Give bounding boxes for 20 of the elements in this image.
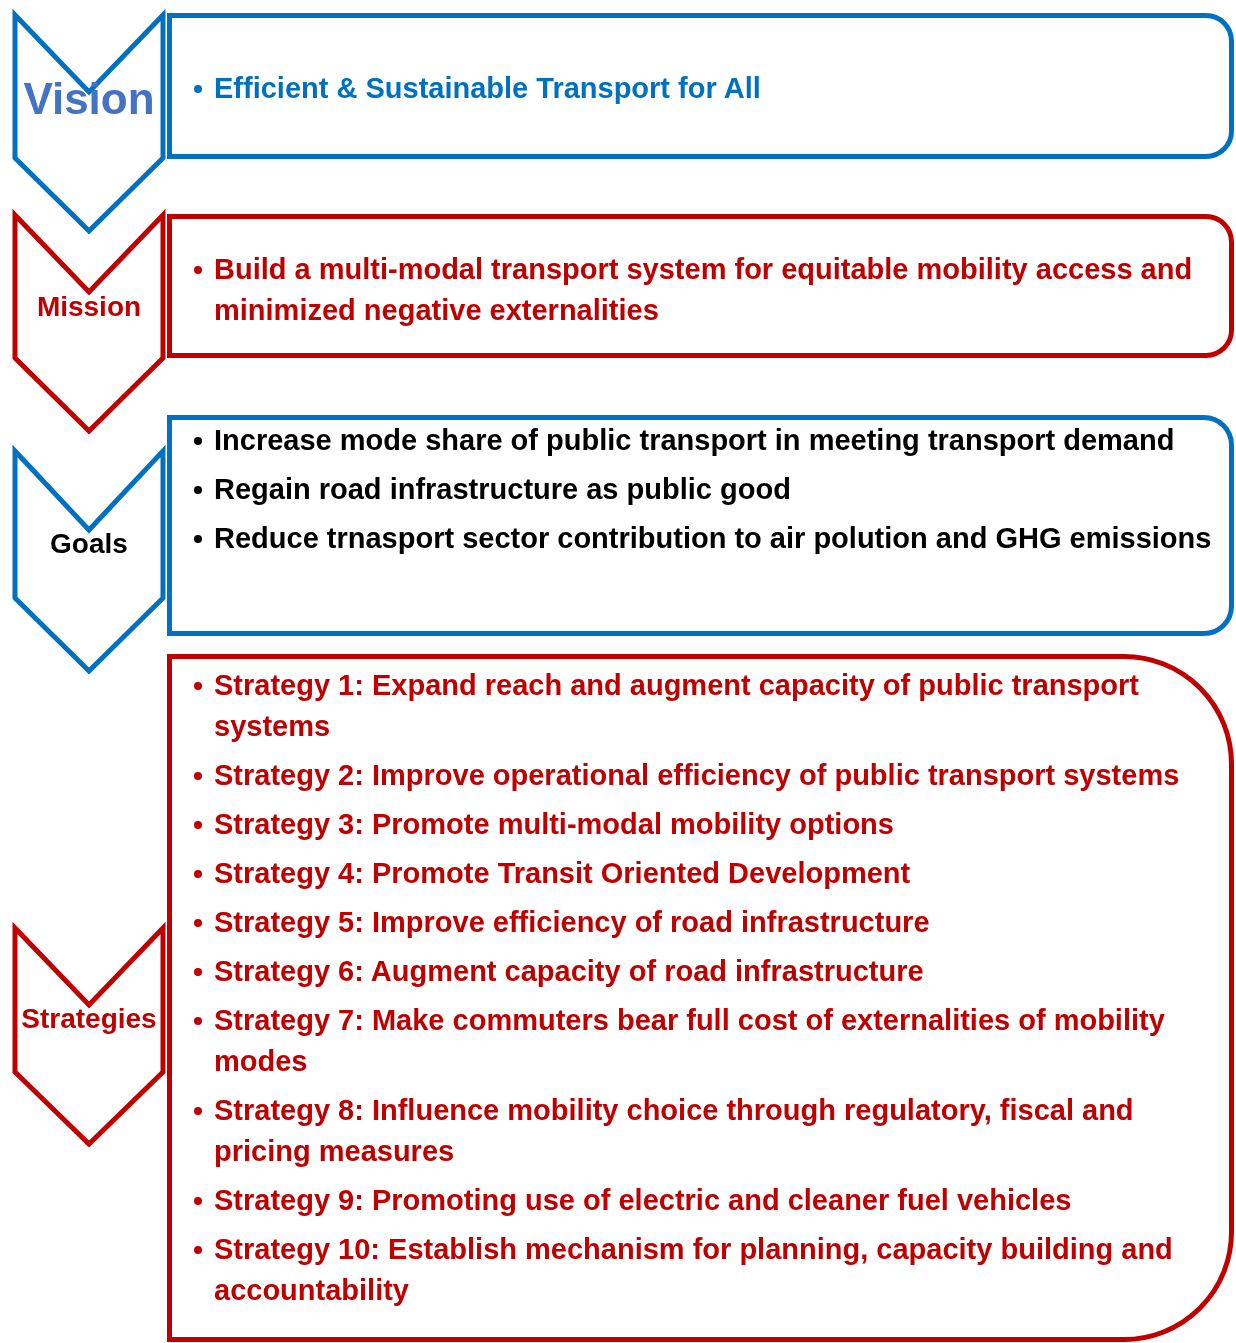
bullet-item: Strategy 6: Augment capacity of road infrastructure (214, 951, 1213, 992)
bullet-item: Strategy 5: Improve efficiency of road infrastructure (214, 902, 1213, 943)
stage-label: Strategies (20, 1003, 158, 1036)
bullet-item: Strategy 10: Establish mechanism for planning, capacity building and accountability (214, 1229, 1213, 1311)
bullet-item: Strategy 7: Make commuters bear full cost of externalities of mobility modes (214, 1000, 1213, 1082)
bullet-item: Strategy 2: Improve operational efficiency of public transport systems (214, 755, 1213, 796)
stage-label: Goals (49, 528, 129, 561)
bullet-item: Strategy 3: Promote multi-modal mobility options (214, 804, 1213, 845)
bullet-item: Build a multi-modal transport system for equitable mobility access and minimized negative externalities (214, 249, 1213, 331)
stage-label: Vision (22, 73, 156, 124)
stage-label: Mission (35, 291, 143, 324)
bullet-item: Increase mode share of public transport in meeting transport demand (214, 420, 1213, 461)
bullet-item: Strategy 9: Promoting use of electric and cleaner fuel vehicles (214, 1180, 1213, 1221)
bullet-item: Regain road infrastructure as public good (214, 469, 1213, 510)
bullet-item: Efficient & Sustainable Transport for All (214, 68, 1213, 109)
bullet-item: Reduce trnasport sector contribution to air polution and GHG emissions (214, 518, 1213, 559)
bullet-item: Strategy 1: Expand reach and augment capacity of public transport systems (214, 665, 1213, 747)
content-panel (167, 654, 1234, 1342)
bullet-item: Strategy 8: Influence mobility choice through regulatory, fiscal and pricing measures (214, 1090, 1213, 1172)
bullet-item: Strategy 4: Promote Transit Oriented Development (214, 853, 1213, 894)
